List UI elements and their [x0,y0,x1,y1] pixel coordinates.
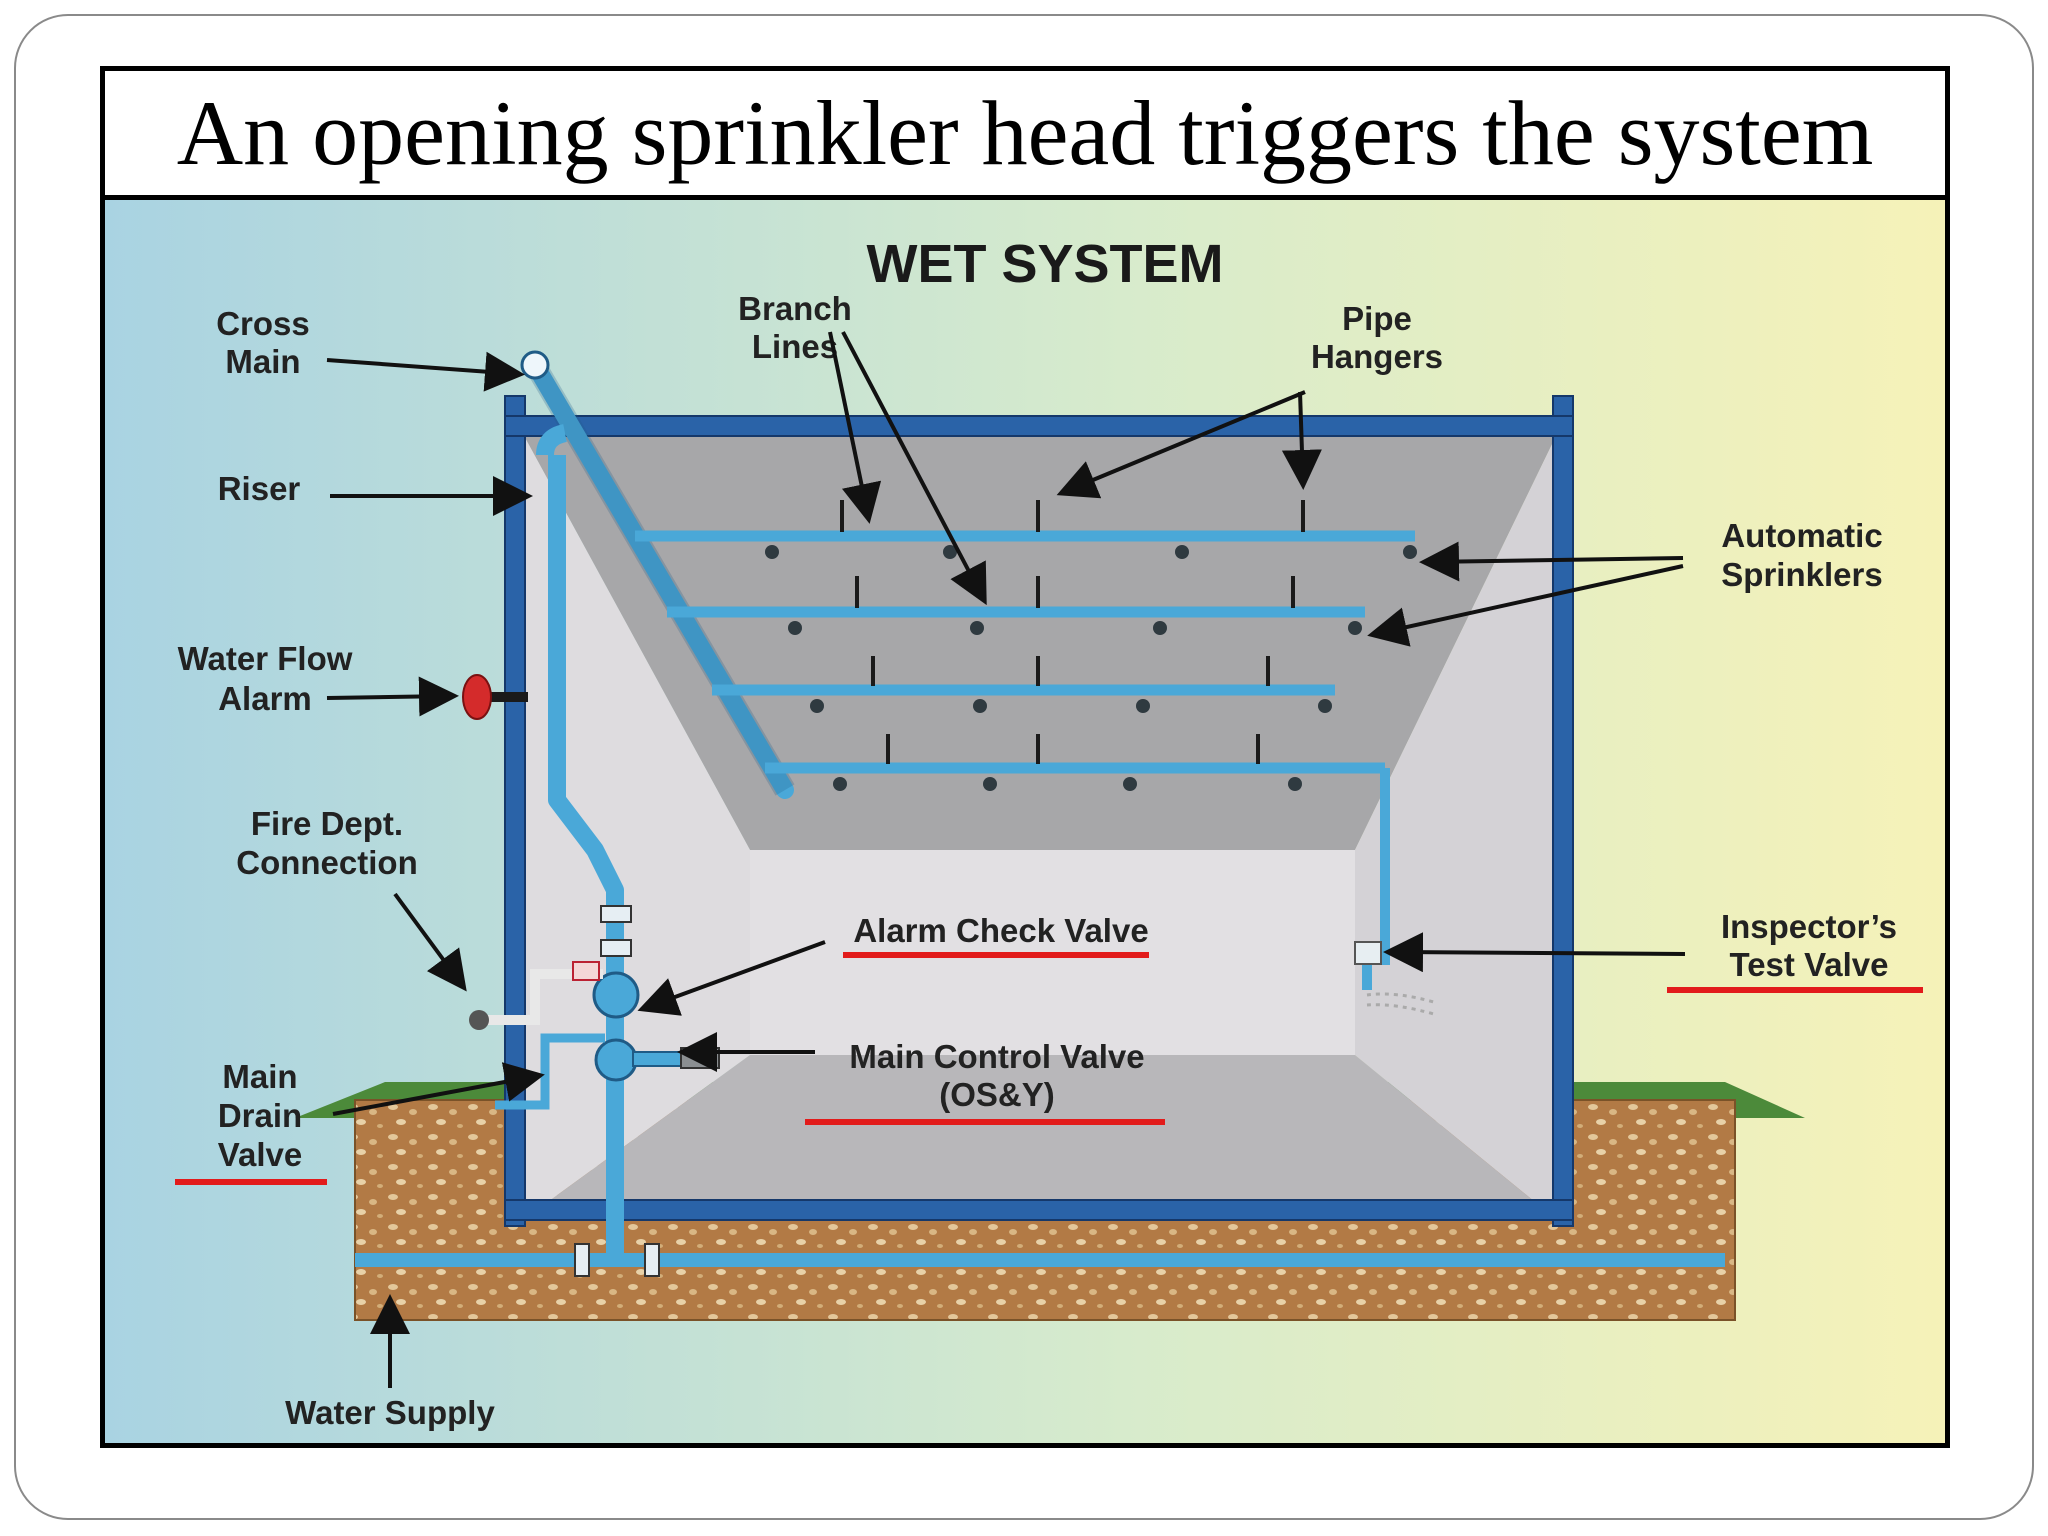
arrow-branch-line-upper [828,331,882,524]
arrow-water-flow-alarm [326,676,459,717]
riser-flange-1 [600,905,632,923]
arrow-sprinkler-lower [1367,564,1684,647]
cross-main-pipe-shadow [525,359,795,796]
frame-right-post [1552,395,1574,1227]
arrow-cross-main [326,351,525,392]
floor [523,1055,1557,1220]
label-riser: Riser [218,470,301,507]
arrow-branch-line-lower [841,331,987,606]
arrow-sprinkler-upper [1419,541,1684,582]
riser-flange-2 [600,939,632,957]
cross-main-pipe [526,356,794,799]
cross-main-cap [520,350,550,380]
main-drain-pipe [495,1033,605,1110]
frame-bottom-beam [504,1199,1574,1221]
label-inspectors-test-2: Test Valve [1730,946,1889,983]
inspectors-test-valve-body [1354,941,1382,965]
left-wall [523,434,750,1220]
title-box: An opening sprinkler head triggers the s… [100,66,1950,200]
main-flange-1 [574,1243,590,1277]
label-water-flow-2: Alarm [218,680,312,717]
fdc-pipe [485,969,603,1025]
check-valve [572,961,600,981]
test-discharge [1366,992,1438,1017]
wet-system-diagram: WET SYSTEM Cross Main Riser Water Flow A… [100,200,1950,1448]
label-alarm-check-valve: Alarm Check Valve [853,912,1148,949]
main-control-valve-body [594,1038,638,1082]
right-wall [1355,434,1557,1220]
slide-title: An opening sprinkler head triggers the s… [176,82,1874,184]
label-automatic-sprinklers-1: Automatic [1721,517,1882,554]
arrow-alarm-check-valve [637,940,826,1016]
label-pipe-hangers-1: Pipe [1342,300,1412,337]
alarm-mount [488,692,528,702]
main-flange-2 [644,1243,660,1277]
diagram-heading: WET SYSTEM [866,234,1223,294]
label-main-drain-3: Valve [218,1136,302,1173]
pipe-hangers [840,500,1305,764]
label-main-drain-1: Main [222,1058,297,1095]
water-flow-alarm-bell [462,674,492,720]
arrow-inspectors-test-valve [1383,932,1686,973]
label-main-control-valve-1: Main Control Valve [849,1038,1144,1075]
fdc-inlet [469,1010,489,1030]
label-cross-main-1: Cross [216,305,310,342]
label-branch-lines-1: Branch [738,290,852,327]
red-underlines [175,952,1923,1185]
label-inspectors-test-1: Inspector’s [1721,908,1897,945]
label-cross-main-2: Main [225,343,300,380]
arrow-pipe-hanger-left [1056,390,1306,499]
frame-top-beam [504,415,1574,437]
label-water-flow-1: Water Flow [178,640,353,677]
label-water-supply: Water Supply [285,1394,495,1431]
diagram-svg: WET SYSTEM Cross Main Riser Water Flow A… [105,200,1945,1443]
alarm-check-valve-body [592,971,640,1019]
riser-elbow [536,424,568,456]
automatic-sprinklers [765,545,1417,791]
os-y-stem [632,1051,684,1067]
label-fire-dept-2: Connection [236,844,417,881]
label-main-drain-2: Drain [218,1097,302,1134]
arrow-fire-dept-connection [393,892,467,992]
arrow-pipe-hanger-right [1281,391,1322,490]
arrow-main-drain-valve [332,1062,545,1116]
label-automatic-sprinklers-2: Sprinklers [1721,556,1882,593]
label-pipe-hangers-2: Hangers [1311,338,1443,375]
callout-arrows [326,331,1686,1388]
label-branch-lines-2: Lines [752,328,838,365]
label-main-control-valve-2: (OS&Y) [939,1076,1055,1113]
label-fire-dept-1: Fire Dept. [251,805,403,842]
